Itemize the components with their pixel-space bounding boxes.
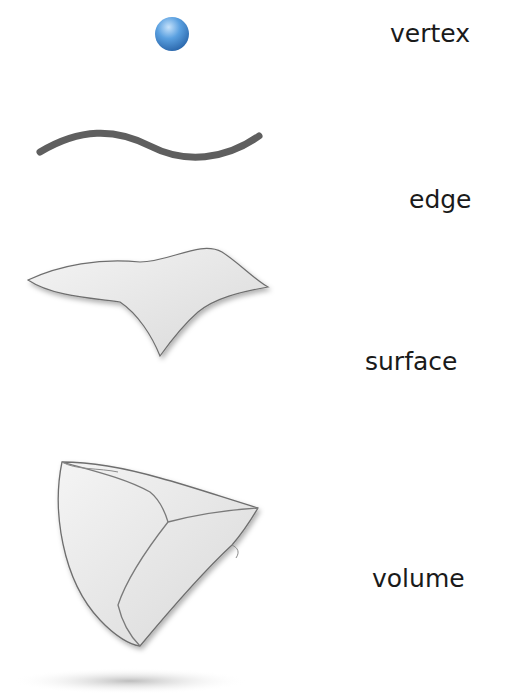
primitive-label: surface: [365, 347, 457, 376]
primitive-label: vertex: [390, 19, 470, 48]
primitive-label: edge: [409, 185, 472, 214]
volume-shadow: [12, 668, 248, 693]
surface-patch: [28, 248, 268, 356]
vertex-sphere: [155, 17, 189, 51]
edge-curve: [40, 133, 259, 157]
volume-solid: [58, 462, 258, 646]
primitive-label: volume: [372, 564, 465, 593]
